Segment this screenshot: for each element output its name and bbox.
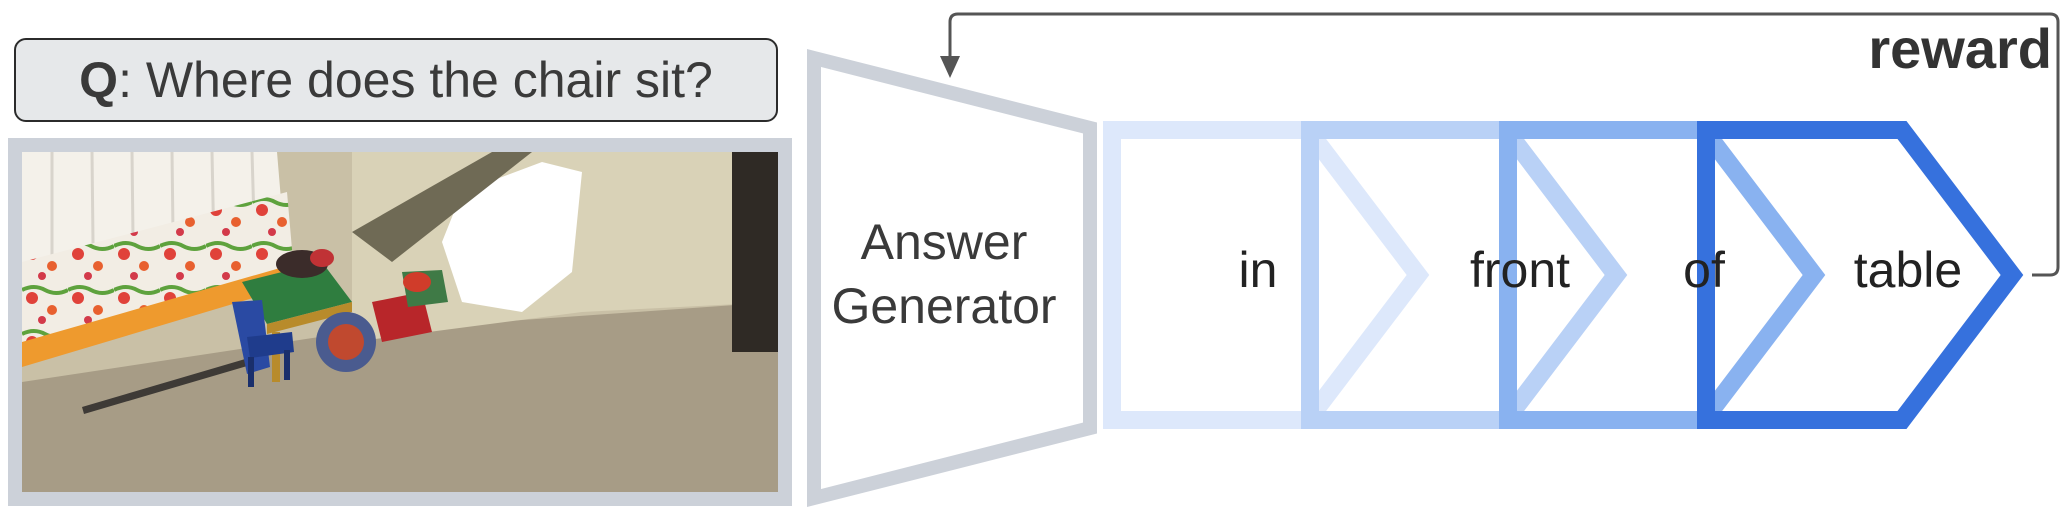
token-label-in: in [1238,242,1278,298]
answer-chevron-of [1499,121,1826,429]
generator-line2: Generator [831,278,1057,334]
feedback-arrow-icon [948,12,2060,277]
answer-chevron-in [1103,121,1430,429]
reward-label: reward [1868,17,2052,80]
token-label-table: table [1853,242,1963,298]
token-label-front: front [1469,242,1571,298]
question-box: Q: Where does the chair sit? [14,38,778,122]
answer-chevron-front [1301,121,1628,429]
answer-generator-label: Answer Generator [806,210,1082,338]
feedback-arrowhead-icon [940,56,960,78]
question-text: : Where does the chair sit? [118,52,713,108]
question-prefix: Q [79,52,119,108]
answer-chevron-table [1697,121,2024,429]
answer-generator-shape [807,49,1097,507]
generator-line1: Answer [860,214,1028,270]
scene-image-frame [8,138,792,506]
scene-image [22,152,778,492]
token-label-of: of [1683,242,1725,298]
